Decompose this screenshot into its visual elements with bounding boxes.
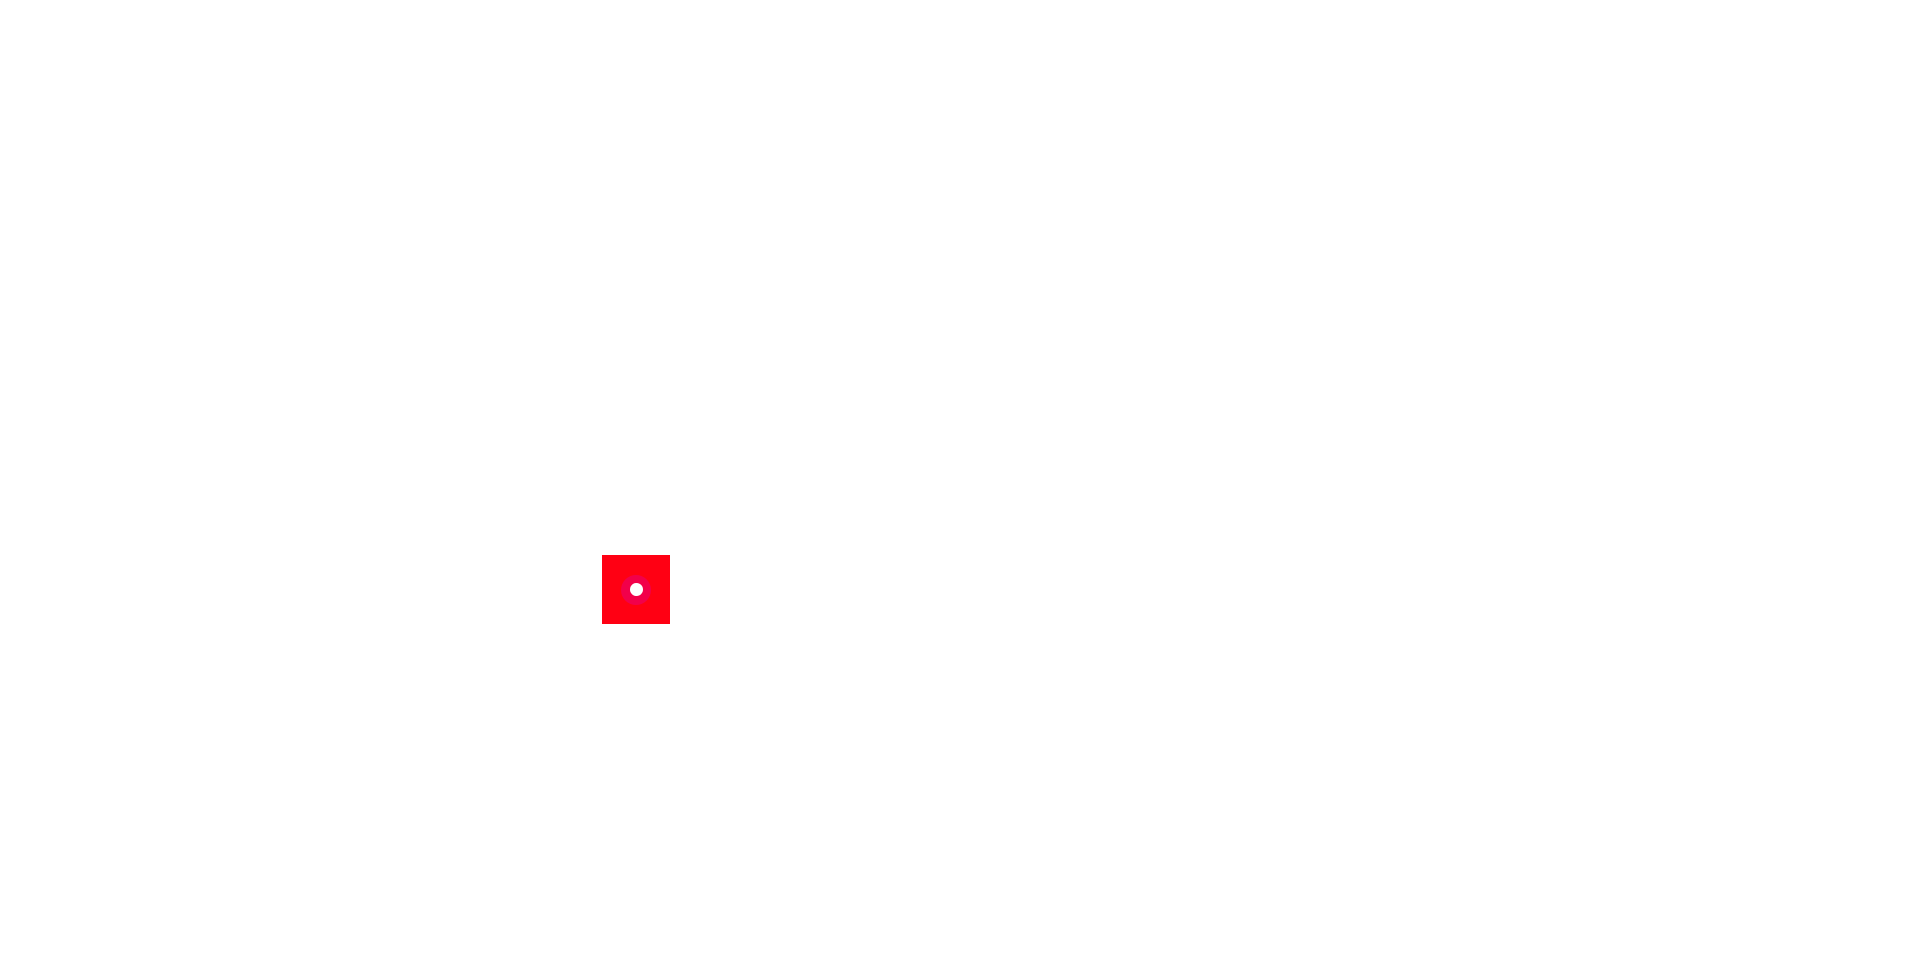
- click-marker: [602, 555, 670, 624]
- marker-dot-icon: [629, 583, 643, 596]
- marker-ring-icon: [621, 574, 651, 605]
